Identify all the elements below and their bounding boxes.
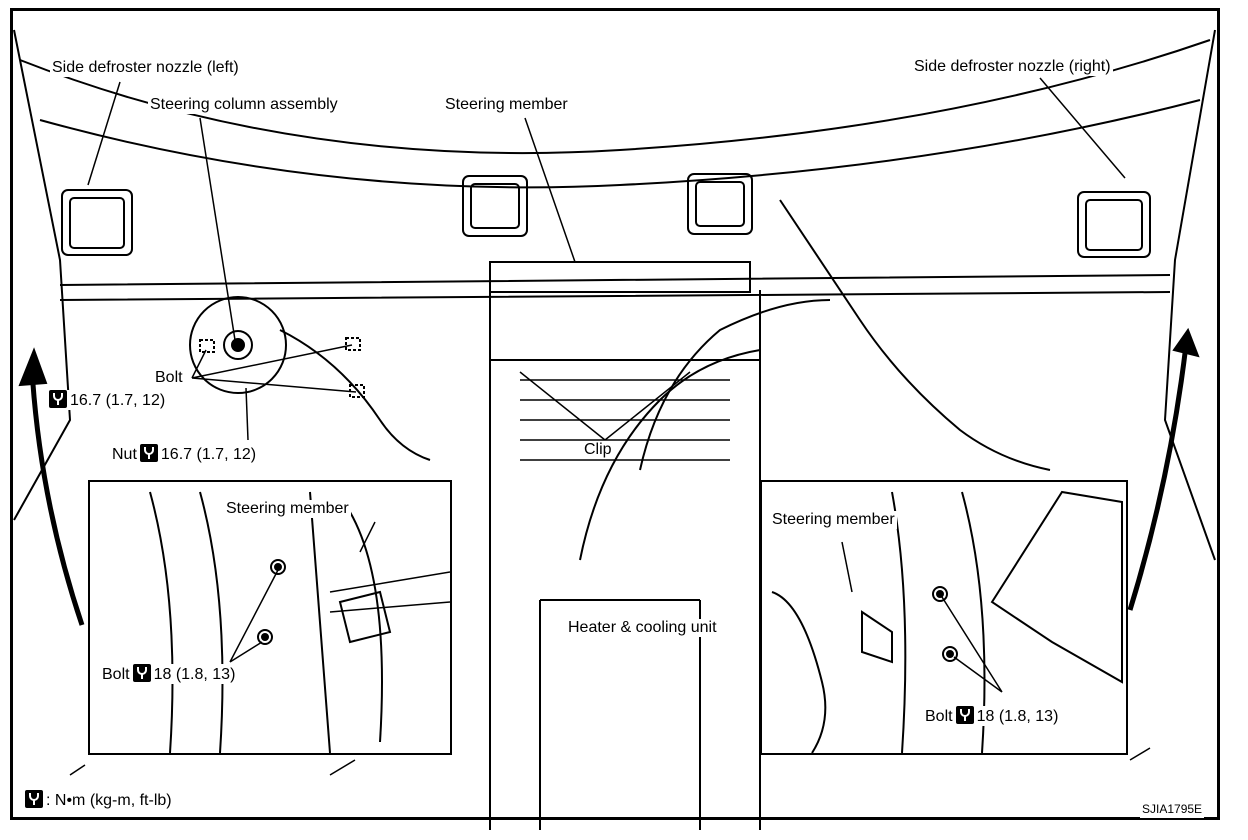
wire-harness: [779, 199, 1051, 471]
torque-wrench-icon: [49, 390, 67, 408]
inset-left-bolt-upper: [270, 559, 286, 575]
heater-cooling-unit: [489, 290, 761, 830]
label-clip: Clip: [582, 441, 614, 459]
torque-wrench-icon: [955, 706, 974, 724]
right-pillar: [1163, 29, 1216, 561]
leader-bolt: [191, 344, 357, 393]
nut-label: Nut: [112, 446, 137, 463]
figure-code: SJIA1795E: [1140, 800, 1205, 818]
steering-column-hub: [189, 296, 287, 394]
torque-nut: Nut 16.7 (1.7, 12): [110, 444, 259, 464]
inset-left-bolt-label: Bolt: [102, 666, 130, 683]
leader-defroster-left: [87, 81, 121, 186]
nut-torque-value: 16.7 (1.7, 12): [160, 446, 257, 463]
torque-wrench-icon: [25, 790, 43, 808]
inset-right-bolt-lower: [942, 646, 958, 662]
torque-bolt-top: 16.7 (1.7, 12): [44, 390, 168, 410]
label-inset-left-member: Steering member: [224, 500, 351, 518]
leader-nut: [245, 387, 249, 441]
bolt-top-torque-value: 16.7 (1.7, 12): [70, 392, 166, 409]
legend-text: : N•m (kg-m, ft-lb): [46, 792, 172, 809]
inset-left-bolt-lower: [257, 629, 273, 645]
inset-right-torque-value: 18 (1.8, 13): [976, 708, 1059, 725]
diagram-frame: [10, 8, 1220, 820]
torque-wrench-icon: [132, 664, 151, 682]
arrow-left: [29, 369, 85, 626]
defroster-nozzle-left: [61, 189, 133, 256]
torque-inset-left: Bolt 18 (1.8, 13): [100, 664, 238, 684]
center-vent-right: [687, 173, 753, 235]
label-inset-right-member: Steering member: [770, 511, 897, 529]
windshield-outline: [19, 39, 1211, 155]
label-steering-member-top: Steering member: [443, 96, 570, 114]
arrow-right: [1127, 344, 1189, 611]
steering-member-bar: [59, 274, 1171, 301]
label-defroster-left: Side defroster nozzle (left): [50, 59, 241, 77]
leader-clip: [519, 371, 691, 441]
torque-wrench-icon: [139, 444, 158, 462]
inset-right-bolt-label: Bolt: [925, 708, 953, 725]
windshield-inner: [39, 99, 1201, 189]
label-bolt-top: Bolt: [153, 369, 185, 387]
inset-left-torque-value: 18 (1.8, 13): [153, 666, 236, 683]
label-heater-cooling: Heater & cooling unit: [566, 619, 719, 637]
torque-inset-right: Bolt 18 (1.8, 13): [923, 706, 1061, 726]
leader-defroster-right: [1039, 77, 1126, 179]
center-vent-left: [462, 175, 528, 237]
defroster-nozzle-right: [1077, 191, 1151, 258]
inset-left: [88, 480, 452, 755]
leader-steering-member: [524, 117, 576, 263]
legend: : N•m (kg-m, ft-lb): [20, 790, 174, 810]
label-defroster-right: Side defroster nozzle (right): [912, 58, 1113, 76]
leader-steering-column: [199, 117, 236, 341]
label-steering-column: Steering column assembly: [148, 96, 340, 114]
inset-right-bolt-upper: [932, 586, 948, 602]
